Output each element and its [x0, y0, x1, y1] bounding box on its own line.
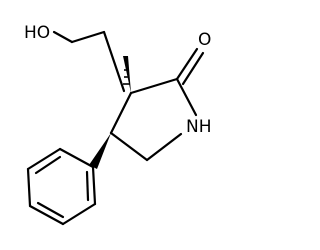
bond-n-c5 — [145, 132, 183, 162]
amine-label: NH — [186, 117, 212, 137]
phenyl-wedge — [89, 133, 111, 169]
phenyl-ring — [26, 147, 97, 226]
hydroxyl-label: HO — [24, 23, 50, 43]
molecule-svg: HO O NH — [24, 23, 212, 226]
bond-c2-o-1 — [175, 47, 199, 81]
bond-c4-c3 — [109, 91, 133, 135]
methyl-wedge — [123, 56, 131, 93]
methyl-hash — [123, 62, 130, 85]
bond-c2-o-2 — [181, 51, 205, 86]
structure-diagram: HO O NH — [24, 23, 212, 226]
bond-ho-ch2 — [52, 30, 74, 44]
bond-c5-c4 — [109, 131, 149, 162]
carbonyl-oxygen-label: O — [198, 30, 211, 50]
bond-c2-n — [175, 77, 198, 117]
bond-ch2-c3 — [102, 30, 126, 93]
bond-ch2-ch2 — [70, 30, 106, 44]
bond-c3-c2 — [129, 77, 179, 95]
